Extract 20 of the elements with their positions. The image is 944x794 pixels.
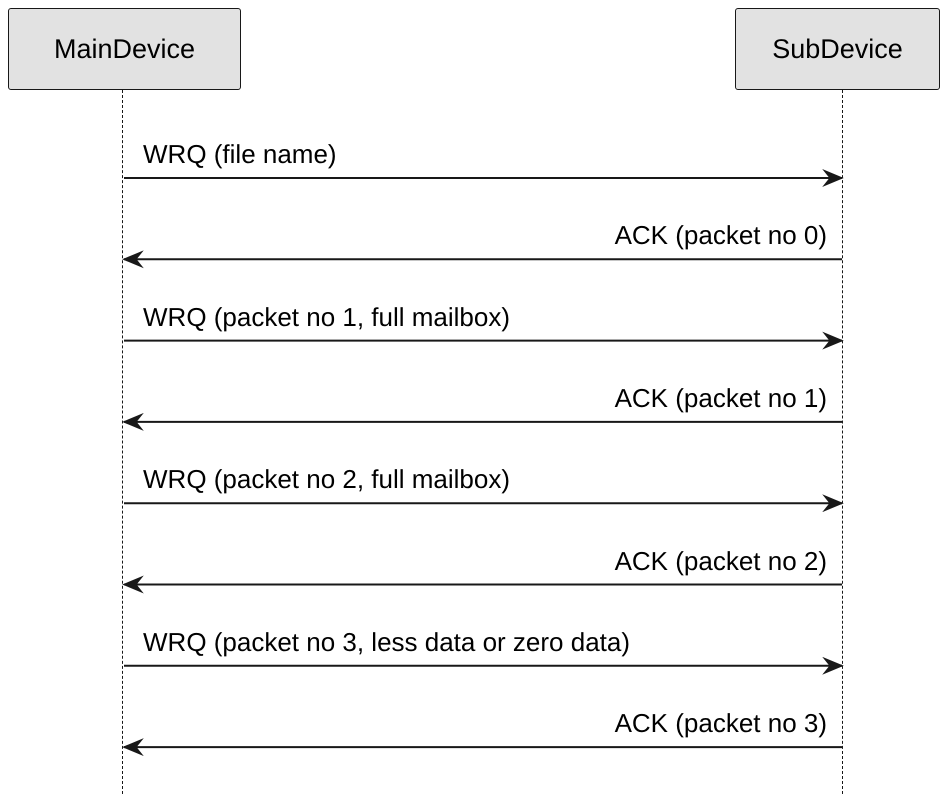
- edge-label: WRQ (file name): [143, 138, 337, 171]
- message-arrow: [124, 332, 844, 350]
- edge-label: ACK (packet no 2): [614, 544, 827, 578]
- edge-label: WRQ (packet no 2, full mailbox): [143, 463, 510, 496]
- lifeline: [842, 90, 844, 794]
- lifeline: [122, 90, 124, 794]
- participant-box: SubDevice: [735, 8, 940, 90]
- edge-label: ACK (packet no 1): [614, 382, 827, 415]
- message-arrow: [124, 494, 844, 512]
- edge-label: WRQ (packet no 3, less data or zero data): [143, 626, 630, 659]
- edge-label: WRQ (packet no 1, full mailbox): [143, 300, 510, 334]
- message-arrow: [122, 576, 842, 594]
- message-arrow: [122, 412, 842, 431]
- participant-box: MainDevice: [8, 8, 241, 90]
- message-arrow: [124, 169, 844, 187]
- edge-label: ACK (packet no 0): [614, 219, 827, 252]
- message-arrow: [122, 250, 842, 268]
- edge-label: ACK (packet no 3): [614, 707, 827, 740]
- message-arrow: [122, 738, 842, 756]
- message-arrow: [124, 656, 844, 675]
